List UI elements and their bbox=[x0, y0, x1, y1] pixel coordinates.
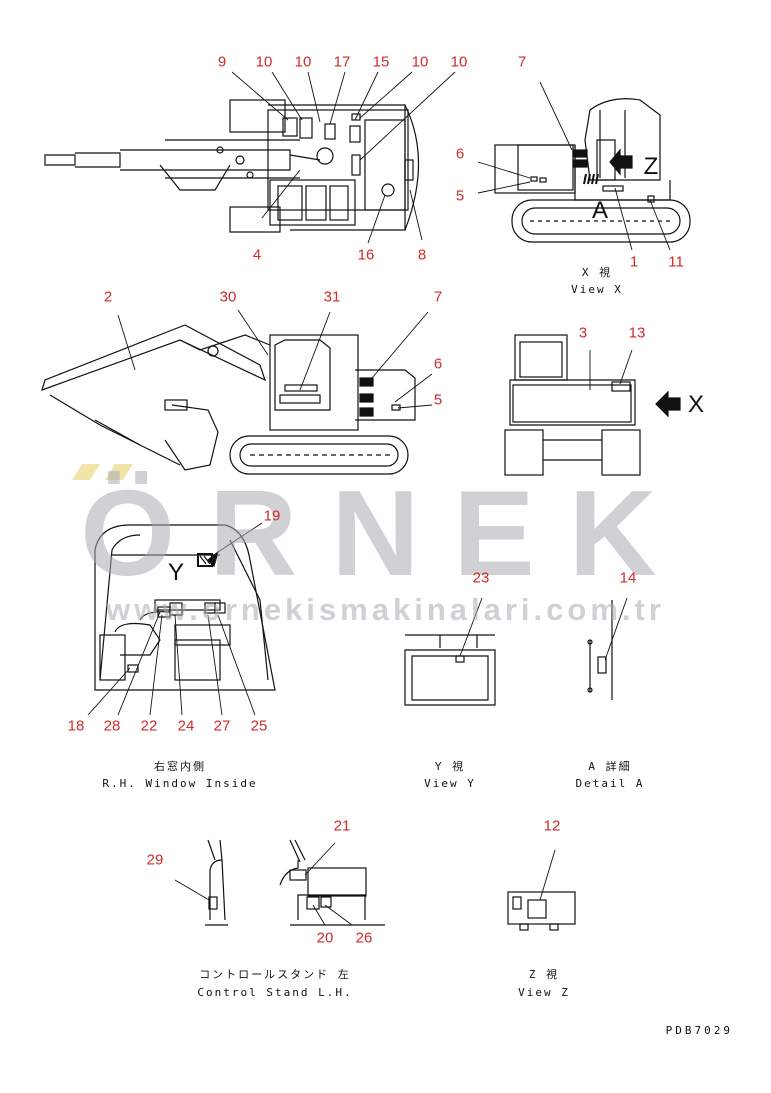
callout-15: 15 bbox=[372, 53, 390, 71]
callout-30: 30 bbox=[219, 288, 237, 306]
callout-6: 6 bbox=[433, 355, 443, 373]
callout-25: 25 bbox=[250, 717, 268, 735]
callout-19: 19 bbox=[263, 507, 281, 525]
caption-control-en: Control Stand L.H. bbox=[197, 986, 353, 999]
view-z-diagram bbox=[507, 891, 576, 931]
detail-a-diagram bbox=[587, 600, 613, 700]
view-letter-z: Z bbox=[643, 153, 659, 180]
caption-detail-a-en: Detail A bbox=[575, 777, 645, 790]
callout-21: 21 bbox=[333, 817, 351, 835]
control-stand-diagram bbox=[205, 839, 385, 926]
callout-1: 1 bbox=[629, 253, 639, 271]
callout-20: 20 bbox=[316, 929, 334, 947]
watermark-url: www.ornekismakinalari.com.tr bbox=[106, 592, 665, 627]
callout-12: 12 bbox=[543, 817, 561, 835]
callout-26: 26 bbox=[355, 929, 373, 947]
watermark-brand: ÖRNEK bbox=[80, 465, 691, 601]
leader-lines bbox=[87, 71, 671, 926]
callout-28: 28 bbox=[103, 717, 121, 735]
caption-view-y-jp: Y 視 bbox=[434, 760, 466, 773]
callout-10: 10 bbox=[255, 53, 273, 71]
callout-18: 18 bbox=[67, 717, 85, 735]
callout-23: 23 bbox=[472, 569, 490, 587]
callout-5: 5 bbox=[455, 187, 465, 205]
caption-view-x-jp: X 視 bbox=[581, 266, 613, 279]
callout-16: 16 bbox=[357, 246, 375, 264]
view-letter-x: X bbox=[687, 391, 705, 418]
view-x-diagram bbox=[494, 98, 691, 243]
callout-6: 6 bbox=[455, 145, 465, 163]
callout-10: 10 bbox=[411, 53, 429, 71]
callout-31: 31 bbox=[323, 288, 341, 306]
callout-9: 9 bbox=[217, 53, 227, 71]
callout-7: 7 bbox=[517, 53, 527, 71]
callout-5: 5 bbox=[433, 391, 443, 409]
callout-10: 10 bbox=[294, 53, 312, 71]
callout-14: 14 bbox=[619, 569, 637, 587]
caption-view-z-en: View Z bbox=[518, 986, 570, 999]
callout-11: 11 bbox=[668, 253, 684, 271]
view-letter-y: Y bbox=[167, 559, 185, 586]
view-y-diagram bbox=[404, 634, 496, 706]
callout-10: 10 bbox=[450, 53, 468, 71]
caption-view-y-en: View Y bbox=[424, 777, 476, 790]
callout-24: 24 bbox=[177, 717, 195, 735]
watermark-logo-accent bbox=[72, 464, 133, 480]
side-view-diagram bbox=[41, 324, 416, 475]
caption-view-x-en: View X bbox=[571, 283, 623, 296]
callout-2: 2 bbox=[103, 288, 113, 306]
drawing-code: PDB7029 bbox=[665, 1024, 733, 1037]
callout-3: 3 bbox=[578, 324, 588, 342]
callout-13: 13 bbox=[628, 324, 646, 342]
view-letter-a: A bbox=[591, 197, 609, 224]
window-inside-diagram bbox=[94, 524, 276, 691]
callout-7: 7 bbox=[433, 288, 443, 306]
callout-17: 17 bbox=[333, 53, 351, 71]
callout-8: 8 bbox=[417, 246, 427, 264]
top-plan-view bbox=[44, 99, 420, 233]
caption-view-z-jp: Z 視 bbox=[528, 968, 560, 981]
rear-view-diagram bbox=[504, 334, 681, 476]
caption-control-jp: コントロールスタンド 左 bbox=[199, 968, 351, 981]
caption-detail-a-jp: A 詳細 bbox=[588, 760, 632, 773]
caption-window-jp: 右窓内側 bbox=[154, 760, 206, 773]
caption-window-en: R.H. Window Inside bbox=[102, 777, 258, 790]
callout-27: 27 bbox=[213, 717, 231, 735]
callout-22: 22 bbox=[140, 717, 158, 735]
callout-4: 4 bbox=[252, 246, 262, 264]
callout-29: 29 bbox=[146, 851, 164, 869]
